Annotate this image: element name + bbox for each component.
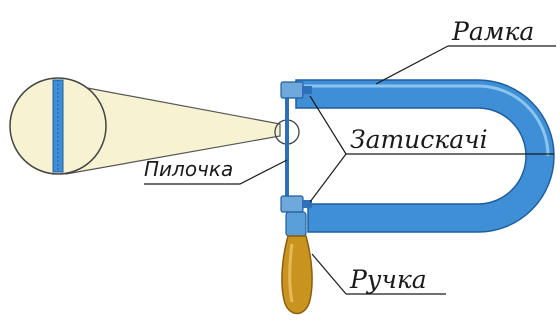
label-frame: Рамка	[451, 17, 534, 46]
leader-lines	[144, 45, 556, 295]
saw-frame	[295, 79, 555, 233]
magnifier-detail	[9, 77, 107, 175]
label-blade: Пилочка	[144, 157, 233, 181]
saw-handle	[281, 211, 313, 315]
saw-blade	[285, 84, 289, 208]
top-clamp	[280, 81, 312, 99]
blade-leader	[144, 159, 288, 185]
label-clamps: Затискачі	[350, 125, 488, 154]
label-handle: Ручка	[349, 265, 427, 294]
